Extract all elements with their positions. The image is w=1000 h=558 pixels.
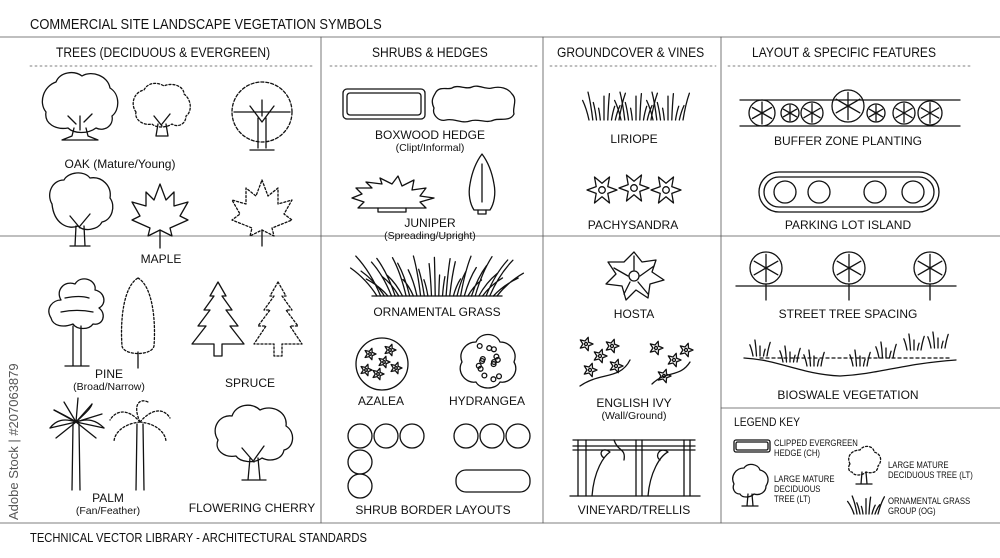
legend-symbols [732, 439, 886, 515]
section-header-shrubs: SHRUBS & HEDGES [372, 44, 488, 60]
label-english-ivy: ENGLISH IVY(Wall/Ground) [596, 396, 672, 423]
legend-tree-b-line1: LARGE MATURE [888, 460, 949, 470]
parking-lot-island-symbol [758, 171, 940, 213]
section-header-trees: TREES (DECIDUOUS & EVERGREEN) [56, 44, 271, 60]
legend-title: LEGEND KEY [734, 415, 800, 429]
legend-tree-a-line3: TREE (LT) [774, 494, 811, 504]
spruce-dashed-symbol [253, 281, 303, 357]
label-liriope: LIRIOPE [610, 132, 658, 146]
hydrangea-symbol [459, 333, 517, 389]
label-juniper: JUNIPER(Spreading/Upright) [384, 216, 476, 243]
page-title: COMMERCIAL SITE LANDSCAPE VEGETATION SYM… [30, 16, 382, 33]
pine-narrow-symbol [120, 277, 156, 369]
sheet-grid-lines [0, 36, 1000, 524]
oak-sub: (Mature/Young) [93, 157, 176, 171]
footer-text: TECHNICAL VECTOR LIBRARY - ARCHITECTURAL… [30, 530, 367, 545]
section-header-groundcover: GROUNDCOVER & VINES [557, 44, 705, 60]
legend-grass-line2: GROUP (OG) [888, 506, 936, 516]
label-oak: OAK (Mature/Young) [65, 158, 176, 171]
label-bioswale: BIOSWALE VEGETATION [777, 388, 919, 402]
ivy-name: ENGLISH IVY [596, 396, 672, 410]
maple-leaf-young-symbol [231, 179, 293, 247]
ivy-sub: (Wall/Ground) [601, 410, 667, 422]
pine-sub: (Broad/Narrow) [73, 381, 145, 393]
shrub-border-layout-symbol [347, 423, 531, 499]
oak-mature-symbol [41, 71, 119, 141]
boxwood-hedge-symbol [342, 85, 516, 123]
stock-watermark: Adobe Stock | #207063879 [6, 363, 21, 520]
maple-mature-symbol [49, 172, 114, 247]
palm-fan-symbol [49, 397, 105, 491]
ornamental-grass-symbol [349, 255, 525, 297]
legend-tree-b-line2: DECIDUOUS TREE (LT) [888, 470, 973, 480]
spruce-solid-symbol [191, 281, 245, 357]
label-buffer-zone: BUFFER ZONE PLANTING [773, 134, 923, 148]
label-spruce: SPRUCE [224, 376, 276, 390]
oak-name: OAK [64, 157, 90, 171]
label-vineyard: VINEYARD/TRELLIS [577, 503, 691, 517]
flowering-cherry-symbol [214, 404, 294, 481]
juniper-spreading-symbol [351, 175, 435, 213]
oak-plan-symbol [231, 81, 293, 151]
juniper-sub: (Spreading/Upright) [384, 230, 476, 242]
palm-name: PALM [92, 491, 124, 505]
legend-tree-a-line2: DECIDUOUS [774, 484, 821, 494]
juniper-upright-symbol [468, 153, 496, 215]
vineyard-trellis-symbol [569, 439, 701, 497]
legend-hedge-line1: CLIPPED EVERGREEN [774, 438, 858, 448]
label-flowering-cherry: FLOWERING CHERRY [188, 501, 316, 515]
maple-leaf-symbol [131, 183, 189, 249]
label-hydrangea: HYDRANGEA [448, 394, 526, 408]
label-hosta: HOSTA [613, 307, 655, 321]
buffer-zone-planting-symbol [739, 89, 961, 127]
label-azalea: AZALEA [357, 394, 405, 408]
label-pine: PINE(Broad/Narrow) [73, 367, 145, 394]
label-ornamental-grass: ORNAMENTAL GRASS [373, 305, 501, 319]
oak-young-symbol [132, 82, 191, 137]
section-header-layout: LAYOUT & SPECIFIC FEATURES [752, 44, 936, 60]
pine-name: PINE [94, 367, 123, 381]
label-maple: MAPLE [140, 252, 182, 266]
palm-sub: (Fan/Feather) [75, 505, 141, 517]
label-shrub-border: SHRUB BORDER LAYOUTS [355, 503, 511, 517]
label-street-tree: STREET TREE SPACING [778, 307, 918, 321]
legend-grass-group [846, 495, 886, 515]
label-parking-island: PARKING LOT ISLAND [784, 218, 912, 232]
english-ivy-symbol [579, 336, 694, 387]
liriope-symbol [581, 91, 691, 121]
label-pachysandra: PACHYSANDRA [587, 218, 679, 232]
legend-tree-a-line1: LARGE MATURE [774, 474, 835, 484]
street-tree-spacing-symbol [735, 251, 957, 301]
azalea-symbol [355, 337, 409, 391]
juniper-name: JUNIPER [404, 216, 456, 230]
label-boxwood: BOXWOOD HEDGE(Clipt/Informal) [374, 128, 486, 155]
legend-grass-line1: ORNAMENTAL GRASS [888, 496, 971, 506]
boxwood-sub: (Clipt/Informal) [395, 142, 465, 154]
boxwood-name: BOXWOOD HEDGE [374, 128, 486, 142]
label-palm: PALM(Fan/Feather) [75, 491, 141, 518]
pine-broad-symbol [48, 278, 105, 367]
legend-hedge-line2: HEDGE (CH) [774, 448, 821, 458]
bioswale-vegetation-symbol [743, 331, 957, 377]
hosta-symbol [605, 251, 665, 301]
palm-feather-symbol [109, 400, 171, 491]
pachysandra-symbol [586, 174, 682, 204]
